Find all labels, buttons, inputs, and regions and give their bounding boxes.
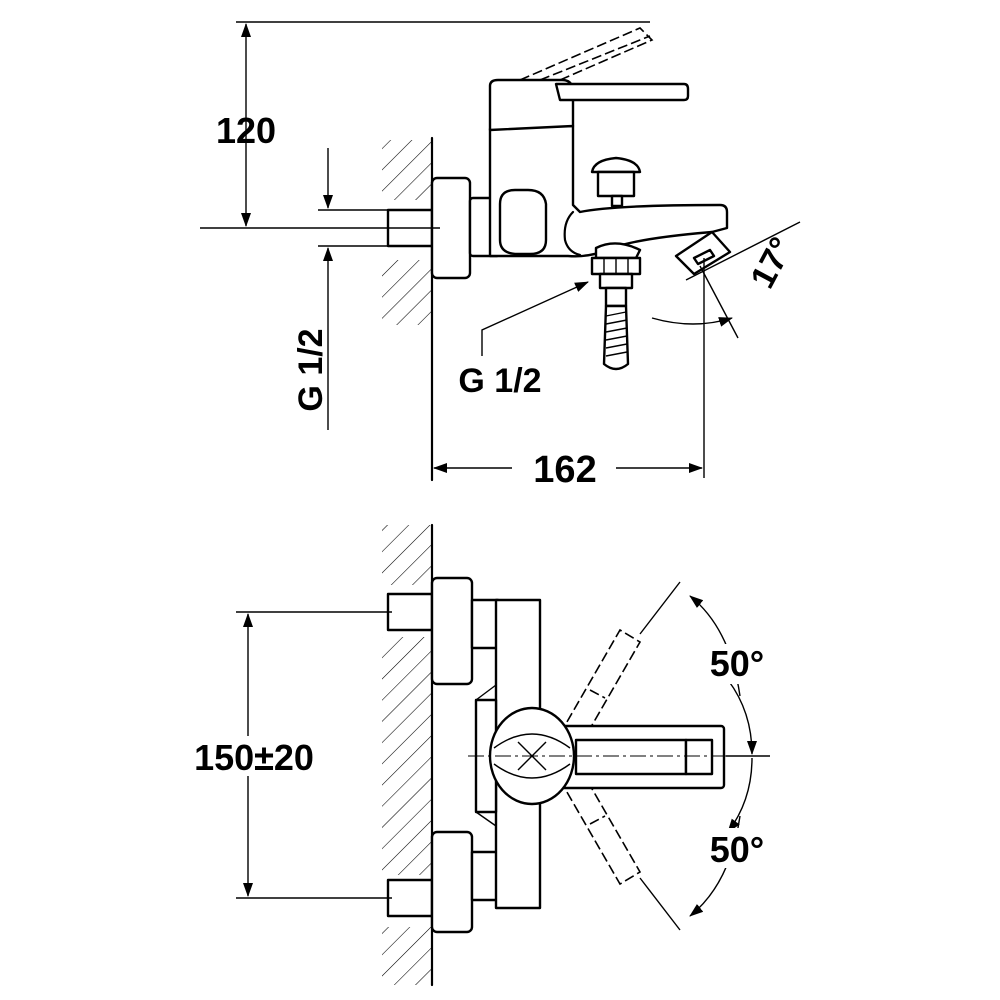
side-view: 120 G 1/2 G 1/2 162 17°: [200, 21, 803, 491]
spout-aerator: [674, 230, 732, 276]
height-dimension: 120: [216, 21, 650, 227]
outlet-thread-dimension-label: G 1/2: [458, 362, 541, 400]
depth-dimension-label: 162: [533, 449, 596, 491]
lever-handle-side: [488, 27, 690, 132]
spout-angle-dimension: 17°: [651, 221, 803, 339]
lever-angle-dimensions: 50° 50°: [639, 581, 780, 931]
connection-spacing-dimension-label: 150±20: [194, 737, 314, 778]
lever-angle-down-label: 50°: [710, 829, 764, 870]
shower-hose-outlet: [590, 242, 642, 371]
connection-spacing-dimension: 150±20: [180, 611, 392, 899]
wall-connection-side: [200, 176, 502, 280]
depth-dimension: 162: [433, 258, 705, 491]
lever-handle-top: [558, 724, 726, 790]
wall-thread-dimension: G 1/2: [292, 148, 392, 430]
outlet-thread-dimension: G 1/2: [458, 281, 589, 400]
upper-wall-connection: [386, 576, 500, 686]
lever-angle-up-label: 50°: [710, 643, 764, 684]
height-dimension-label: 120: [216, 110, 276, 151]
wall-thread-dimension-label: G 1/2: [292, 328, 330, 411]
diverter-knob: [590, 156, 642, 208]
top-view: 150±20 50° 50°: [180, 523, 780, 987]
wall-section-side: [382, 136, 434, 482]
